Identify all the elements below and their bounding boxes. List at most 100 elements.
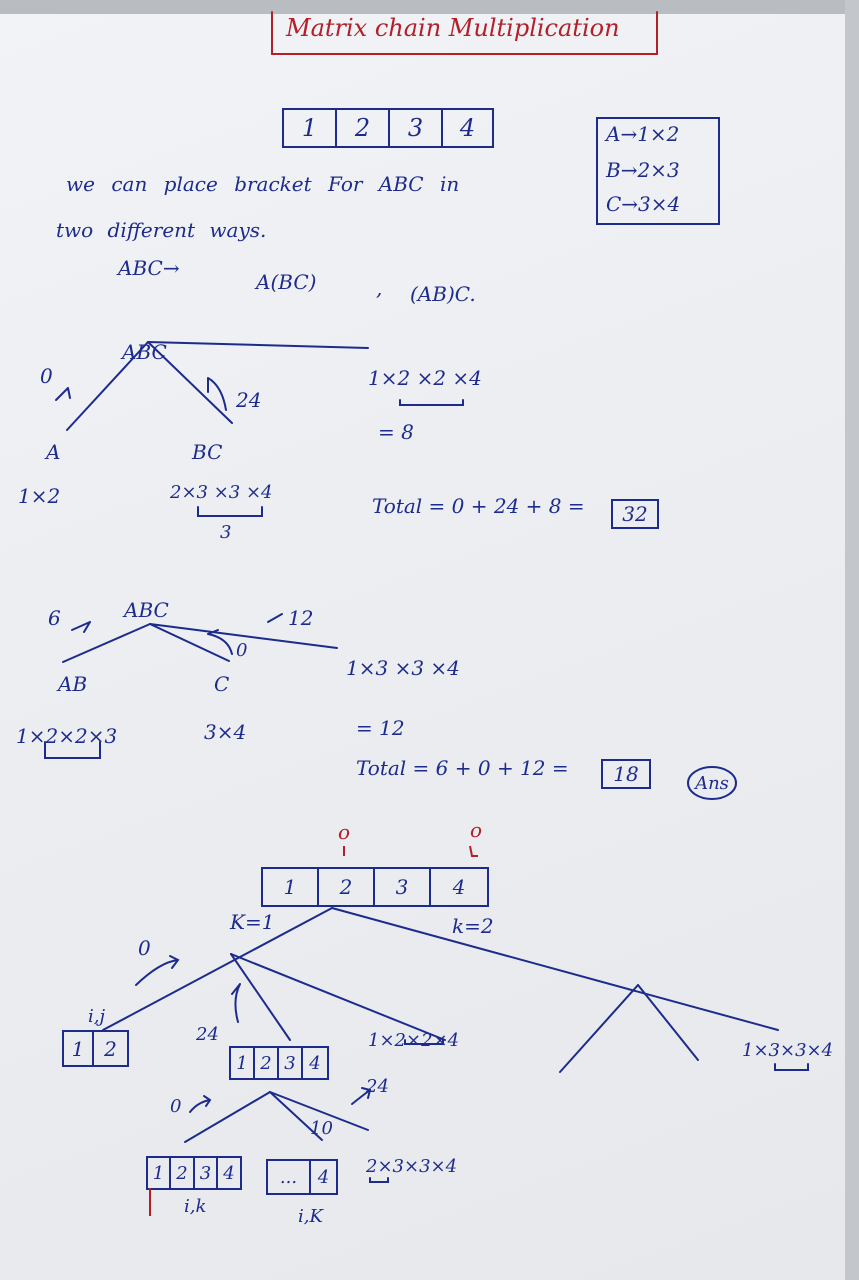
tree3-cost-24: 24 <box>196 1024 219 1045</box>
page-edge-right <box>845 0 859 1280</box>
tree2-left-dim: 1×2×2×3 <box>16 724 118 748</box>
tree2-root: ABC <box>124 598 169 622</box>
ans-circle <box>687 766 737 800</box>
ik-label-b: i,K <box>298 1206 323 1227</box>
tree3-zero: 0 <box>138 936 151 960</box>
ij-box-1: 1 <box>71 1036 85 1061</box>
tree2-left-branch <box>62 623 151 663</box>
answer-badge: Ans <box>695 772 729 794</box>
sub-array-3: 3 <box>284 1052 296 1074</box>
tree3-brace3 <box>369 1177 389 1183</box>
sub-array-1: 1 <box>236 1052 248 1074</box>
tree2-arrow-12 <box>267 613 283 623</box>
tree1-zero: 0 <box>40 364 53 388</box>
tree1-total-value: 32 <box>622 502 648 526</box>
tree2-top-line <box>149 623 338 649</box>
tree3-mid-branch1 <box>230 953 291 1041</box>
tree1-left-dim: 1×2 <box>18 484 61 508</box>
red-i-tick <box>343 845 478 857</box>
tree1-right-dim: 2×3 ×3 ×4 <box>170 482 273 503</box>
dim-a: A→1×2 <box>606 122 680 146</box>
tree3-trunk-left <box>102 907 333 1031</box>
tree1-right-node: BC <box>192 440 223 464</box>
array-cell-1: 1 <box>301 114 318 142</box>
tree2-right-dim: 3×4 <box>204 720 247 744</box>
tree2-mult: 1×3 ×3 ×4 <box>346 656 460 680</box>
tree3-box-b <box>266 1159 338 1195</box>
k1-label: K=1 <box>230 910 275 934</box>
tree3-brace1 <box>404 1039 444 1045</box>
ij-label: i,j <box>88 1006 106 1027</box>
tree3-bottom-left <box>184 1091 271 1143</box>
tree1-right-sub: 3 <box>220 522 232 543</box>
tree3-right-right <box>637 984 699 1061</box>
tree1-cost-24: 24 <box>236 388 262 412</box>
page-edge-top <box>0 0 859 14</box>
tree3-arrow-zero2 <box>189 1095 212 1113</box>
tree1-brace-b <box>197 506 263 517</box>
intro-line-1: we can place bracket For ABC in <box>66 172 460 196</box>
box-a-3: 3 <box>199 1162 212 1184</box>
array-cell-3: 3 <box>407 114 424 142</box>
ij-box-2: 2 <box>104 1036 117 1061</box>
tree3-brace2 <box>774 1063 809 1071</box>
tree2-total-value: 18 <box>613 762 639 786</box>
tree3-trunk-right <box>331 907 779 1031</box>
tree3-mult-3: 2×3×3×4 <box>366 1156 458 1177</box>
tree1-right-branch <box>147 341 233 424</box>
tree3-arrow-24b <box>351 1087 372 1105</box>
array-cell-2: 2 <box>354 114 371 142</box>
tree2-right-node: C <box>214 672 230 696</box>
tree2-zero: 0 <box>236 640 248 661</box>
intro-line-2: two different ways. <box>56 218 267 242</box>
box-a-2: 2 <box>176 1162 188 1184</box>
tree2-left-node: AB <box>58 672 88 696</box>
tree2-arrow-6 <box>71 621 91 633</box>
tree3-mult-1-cost: 24 <box>366 1076 389 1097</box>
ik-label-a: i,k <box>184 1196 207 1217</box>
tree2-total-box <box>601 759 651 789</box>
title-box <box>271 11 658 55</box>
tree3-zero-2: 0 <box>170 1096 182 1117</box>
tree3-box-12 <box>62 1030 129 1067</box>
j-marker-circle: o <box>470 818 483 842</box>
page-title: Matrix chain Multiplication <box>286 14 620 42</box>
tree1-mult-result: = 8 <box>378 420 414 444</box>
i-marker-circle: o <box>338 820 351 844</box>
tree1-root: ABC <box>122 340 167 364</box>
tree1-total-box <box>611 499 659 529</box>
tree3-mult-1: 1×2×2×4 <box>368 1030 460 1051</box>
tree2-mult-result: = 12 <box>356 716 405 740</box>
tree2-brace <box>44 741 101 759</box>
k2-label: k=2 <box>452 914 494 938</box>
tree3-right-left <box>559 984 639 1073</box>
tree2-total: Total = 6 + 0 + 12 = <box>356 756 569 780</box>
tree3-cell-1: 1 <box>283 875 297 899</box>
tree1-mult: 1×2 ×2 ×4 <box>368 366 482 390</box>
tree1-total: Total = 0 + 24 + 8 = <box>372 494 585 518</box>
tree3-arrow-24 <box>231 983 241 1023</box>
tree1-left-node: A <box>46 440 61 464</box>
option-b: (AB)C. <box>410 282 476 306</box>
tree3-mid-branch2 <box>230 953 446 1041</box>
tree3-bottom-mid <box>269 1091 323 1141</box>
tree2-arrow-zero <box>207 629 233 655</box>
tree3-ten: 10 <box>310 1118 333 1139</box>
array-cell-4: 4 <box>459 114 476 142</box>
tree2-cost-12: 12 <box>288 606 314 630</box>
tree1-brace-a <box>399 399 464 406</box>
dim-c: C→3×4 <box>606 192 681 216</box>
tree1-top-line <box>147 341 369 349</box>
dim-b: B→2×3 <box>606 158 680 182</box>
tree1-left-branch <box>66 341 149 431</box>
tree1-arrow-zero <box>55 387 71 401</box>
box-b-2: 4 <box>317 1166 330 1188</box>
option-comma: , <box>376 276 383 300</box>
tree3-mult-2: 1×3×3×4 <box>742 1040 834 1061</box>
sub-array-4: 4 <box>309 1052 321 1074</box>
option-a: A(BC) <box>256 270 317 294</box>
tree3-cell-4: 4 <box>452 875 466 899</box>
tree2-right-branch <box>149 623 230 662</box>
